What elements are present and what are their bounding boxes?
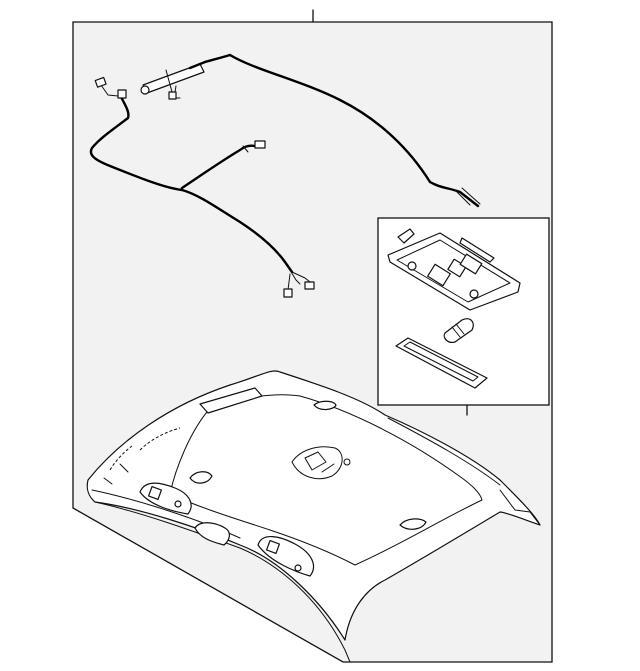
dome-lamp-bulb [443, 318, 474, 343]
dome-lamp-lens [395, 337, 488, 389]
roof-wiring-harness [89, 53, 481, 298]
headliner-visor-right [257, 536, 315, 577]
headliner [86, 370, 541, 663]
headliner-visor-left [139, 482, 192, 515]
dome-lamp-housing [387, 228, 521, 311]
dome-lamp-inset [377, 217, 550, 416]
headliner-dome-opening [291, 446, 351, 480]
